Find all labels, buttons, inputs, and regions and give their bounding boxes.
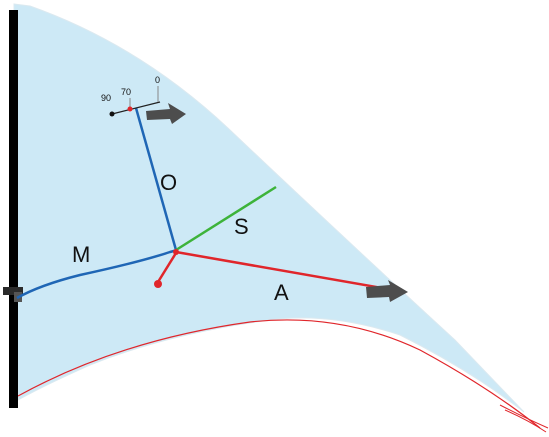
sail-area: [13, 3, 525, 413]
label-m: M: [72, 242, 90, 267]
label-o: O: [160, 170, 177, 195]
a-line: [175, 250, 406, 294]
angle-70-dot: [127, 106, 133, 112]
right-arrow: [366, 280, 408, 302]
angle-label-0: 0: [155, 75, 160, 85]
red-stub-dot: [154, 280, 162, 288]
label-a: A: [274, 280, 289, 305]
angle-90-dot: [109, 111, 115, 117]
label-s: S: [234, 214, 249, 239]
top-arrow: [146, 103, 186, 124]
s-line: [175, 185, 277, 252]
angle-scale-line: [111, 101, 161, 115]
mast: [9, 10, 18, 408]
mast-fitting: [3, 287, 23, 295]
junction-dot: [173, 249, 179, 255]
o-line: [134, 107, 178, 251]
angle-label-90: 90: [101, 93, 111, 103]
lower-curve-tail: [499, 404, 549, 433]
lower-curve-line: [17, 319, 541, 429]
angle-label-70: 70: [121, 87, 131, 97]
m-line: [16, 248, 177, 300]
red-stub-line: [156, 252, 178, 283]
